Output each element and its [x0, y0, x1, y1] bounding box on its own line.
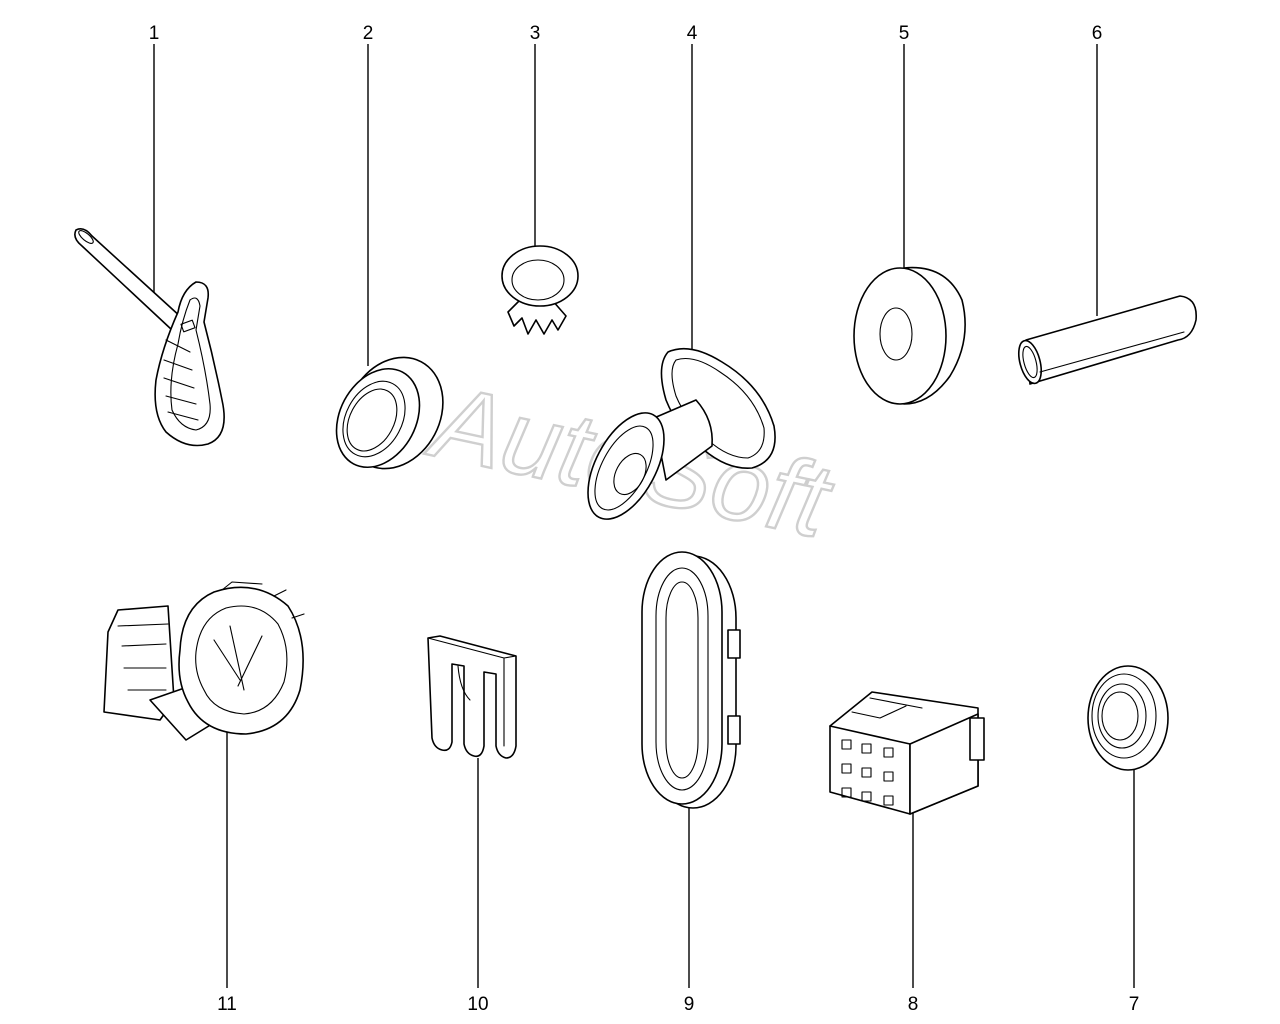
callout-6: 6	[1092, 23, 1103, 44]
callout-10: 10	[467, 994, 488, 1015]
callout-7: 7	[1129, 994, 1140, 1015]
part-1-cable-tie	[74, 228, 225, 447]
part-4-angled-grommet	[587, 347, 776, 520]
callout-labels: 1 2 3 4 5 6 7 8 9 10 11	[149, 23, 1140, 1015]
callout-5: 5	[899, 23, 910, 44]
part-6-tube-sleeve	[1017, 295, 1197, 385]
part-8-connector-block	[829, 691, 985, 815]
part-9-oval-grommet	[641, 551, 741, 809]
callout-11: 11	[217, 994, 237, 1015]
leader-lines	[153, 44, 1135, 988]
part-2-grommet	[335, 356, 444, 470]
part-5-flat-grommet	[853, 266, 966, 405]
part-10-comb-clip	[427, 635, 517, 759]
callout-8: 8	[908, 994, 919, 1015]
callout-9: 9	[684, 994, 695, 1015]
part-7-small-grommet	[1087, 665, 1169, 771]
part-11-clamp-clip	[103, 581, 305, 741]
callout-4: 4	[687, 23, 698, 44]
callout-3: 3	[530, 23, 541, 44]
callout-1: 1	[149, 23, 160, 44]
part-3-toothed-ring	[501, 245, 579, 335]
callout-2: 2	[363, 23, 374, 44]
